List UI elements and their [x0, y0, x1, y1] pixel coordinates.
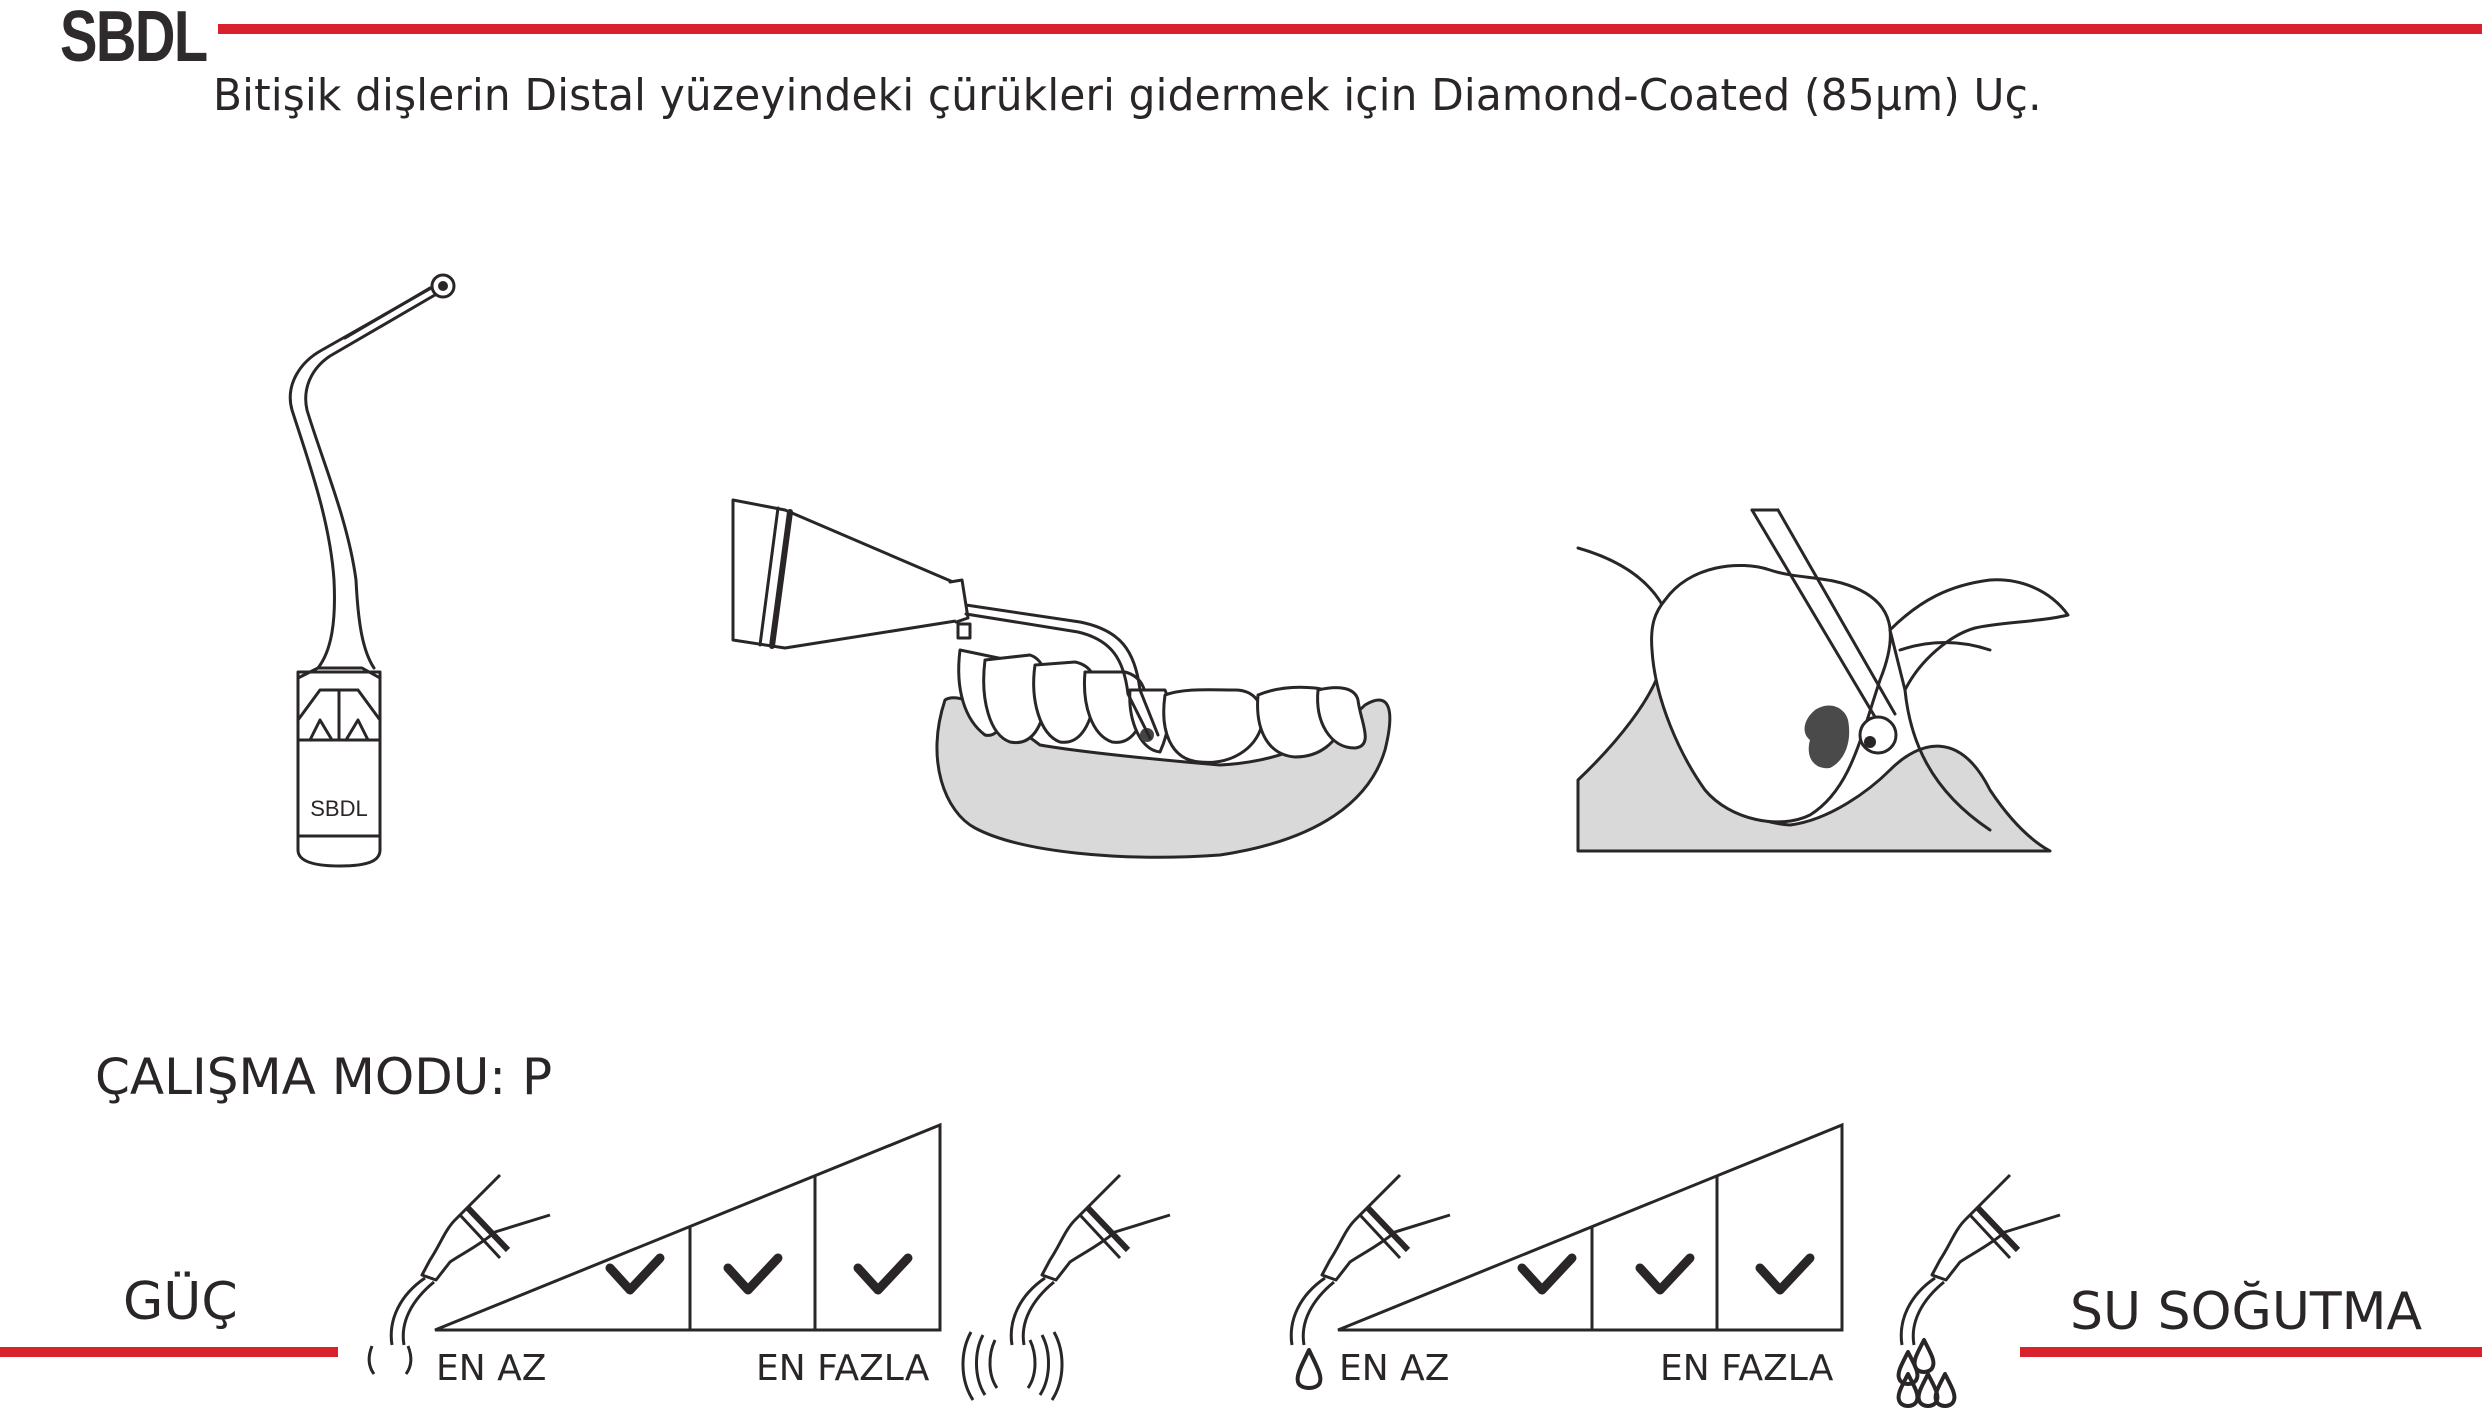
- handpiece-on-teeth-illustration: [731, 498, 1392, 859]
- water-cooling-label: SU SOĞUTMA: [2070, 1282, 2423, 1342]
- handpiece-low-water-icon: [1289, 1173, 1451, 1390]
- power-scale: [434, 1122, 942, 1332]
- handpiece-high-water-icon: [1896, 1173, 2061, 1408]
- power-min-label: EN AZ: [436, 1348, 547, 1389]
- power-accent-bar: [0, 1347, 338, 1357]
- tooth-closeup-illustration: [1576, 503, 2076, 853]
- water-level-3-check: [1635, 1253, 1695, 1295]
- handpiece-low-power-icon: [367, 1173, 551, 1375]
- scaler-tip-illustration: [288, 273, 456, 868]
- water-accent-bar: [2020, 1347, 2482, 1357]
- power-level-4-check: [853, 1253, 913, 1295]
- water-min-label: EN AZ: [1339, 1348, 1450, 1389]
- water-scale: [1337, 1122, 1844, 1332]
- tip-engraved-label: SBDL: [310, 796, 368, 821]
- water-check-marks: [1517, 1253, 1815, 1295]
- handpiece-high-power-icon: [961, 1173, 1171, 1401]
- product-description: Bitişik dişlerin Distal yüzeyindeki çürü…: [213, 70, 2042, 121]
- water-max-label: EN FAZLA: [1660, 1348, 1834, 1389]
- power-max-label: EN FAZLA: [756, 1348, 930, 1389]
- water-level-2-check: [1517, 1253, 1577, 1295]
- water-level-4-check: [1755, 1253, 1815, 1295]
- header-rule: [218, 24, 2482, 34]
- power-level-2-check: [605, 1253, 665, 1295]
- power-label: GÜÇ: [123, 1272, 238, 1332]
- power-check-marks: [605, 1253, 913, 1295]
- work-mode-label: ÇALIŞMA MODU: P: [95, 1048, 553, 1106]
- power-level-3-check: [723, 1253, 783, 1295]
- product-code-title: SBDL: [60, 0, 208, 77]
